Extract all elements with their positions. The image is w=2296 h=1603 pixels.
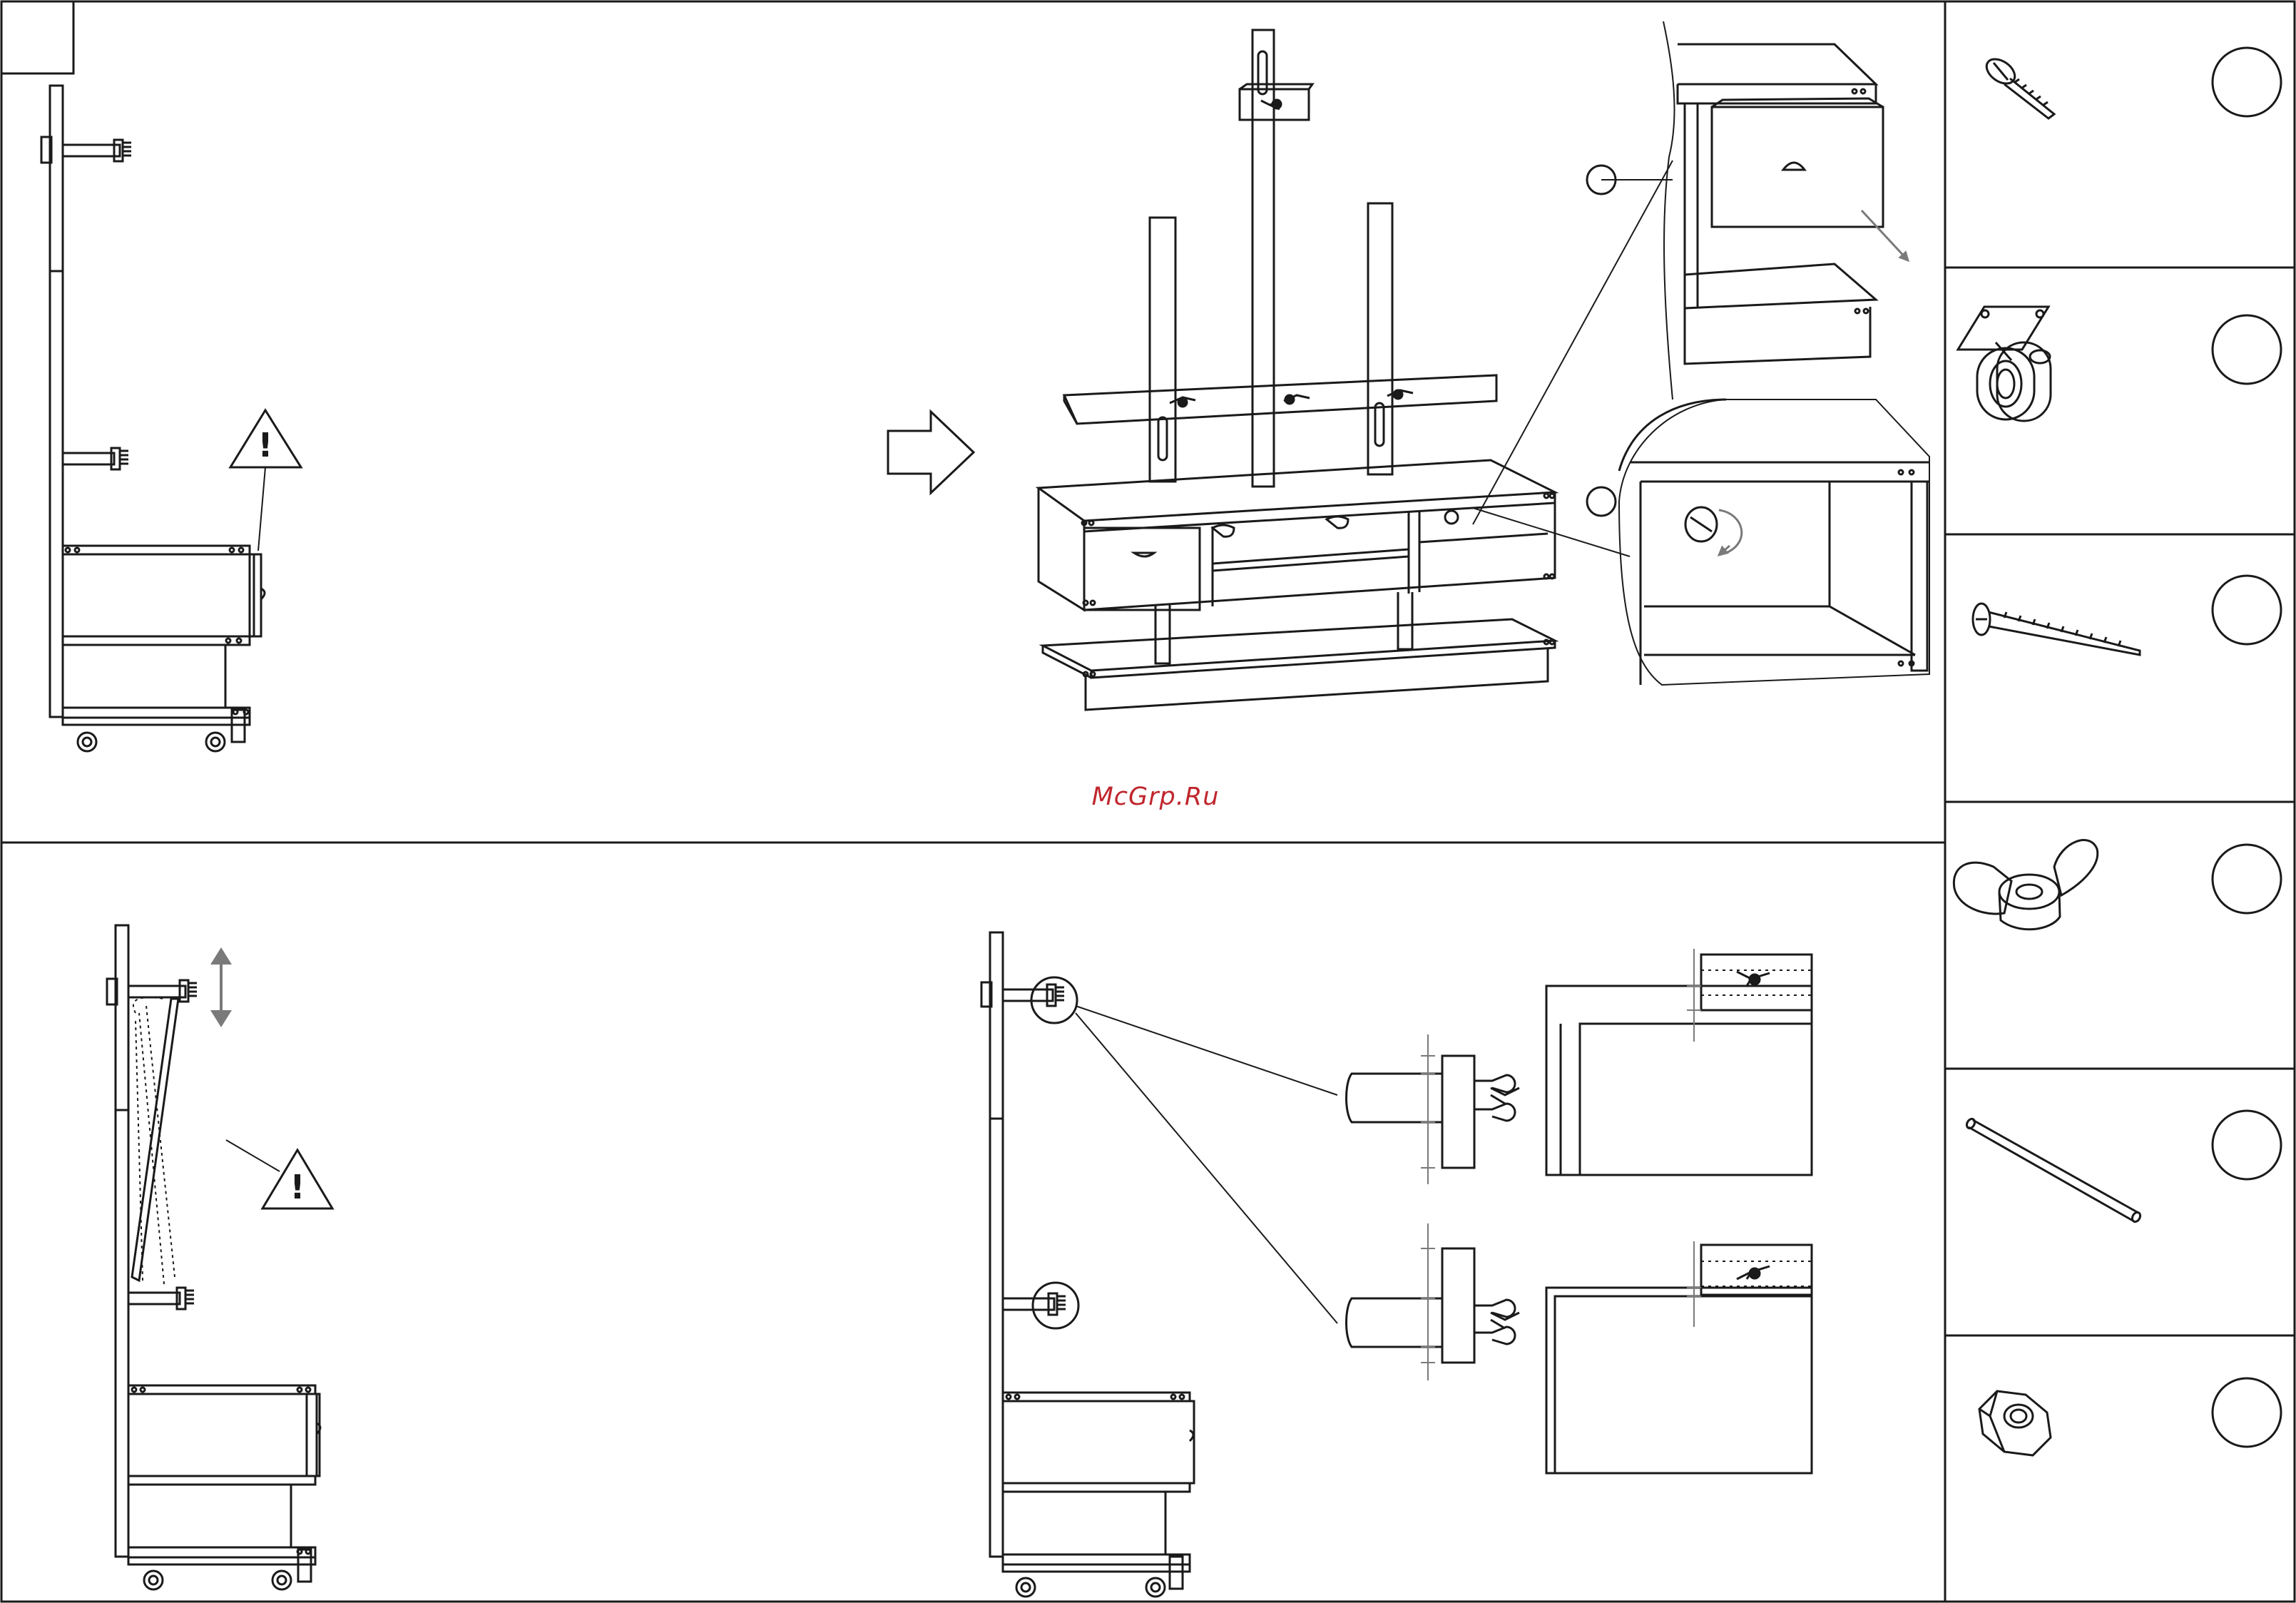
- short-screw-icon: [1982, 54, 2054, 118]
- side-view-bottom-left: [107, 925, 320, 1589]
- tv-stand-assembled: [1039, 30, 1555, 710]
- callout-circles-top: [1587, 166, 1616, 516]
- warning-triangle-bottom: !: [226, 1140, 332, 1208]
- detail-drawer: [1601, 21, 1883, 400]
- watermark-text: McGrp.Ru: [1070, 783, 1241, 811]
- drawer-pull-arrow: [1862, 210, 1908, 260]
- legend-count-circle: [2213, 1111, 2281, 1179]
- step-arrow-icon: [888, 412, 974, 493]
- side-view-bottom-right: [981, 932, 1337, 1597]
- hex-nut-icon: [1979, 1391, 2051, 1455]
- legend-count-circle: [2213, 845, 2281, 913]
- parts-legend: [1945, 48, 2295, 1447]
- wing-nut-icon: [1954, 840, 2097, 930]
- height-adjust-arrow: [210, 947, 232, 1027]
- warning-mark: !: [290, 1168, 305, 1206]
- warning-triangle-top: !: [200, 410, 301, 551]
- caster-wheel-icon: [1958, 307, 2051, 421]
- detail-clamp-upper: [1347, 949, 1812, 1184]
- legend-count-circle: [2213, 576, 2281, 644]
- legend-count-circle: [2213, 1378, 2281, 1447]
- warning-mark: !: [258, 426, 273, 464]
- callout-leader: [1473, 161, 1673, 524]
- long-screw-icon: [1973, 604, 2140, 655]
- rod-icon: [1965, 1117, 2142, 1223]
- legend-count-circle: [2213, 315, 2281, 384]
- lock-rotate-arrow: [1719, 546, 1730, 555]
- detail-clamp-lower: [1347, 1223, 1812, 1473]
- side-view-top: [41, 86, 265, 751]
- legend-count-circle: [2213, 48, 2281, 116]
